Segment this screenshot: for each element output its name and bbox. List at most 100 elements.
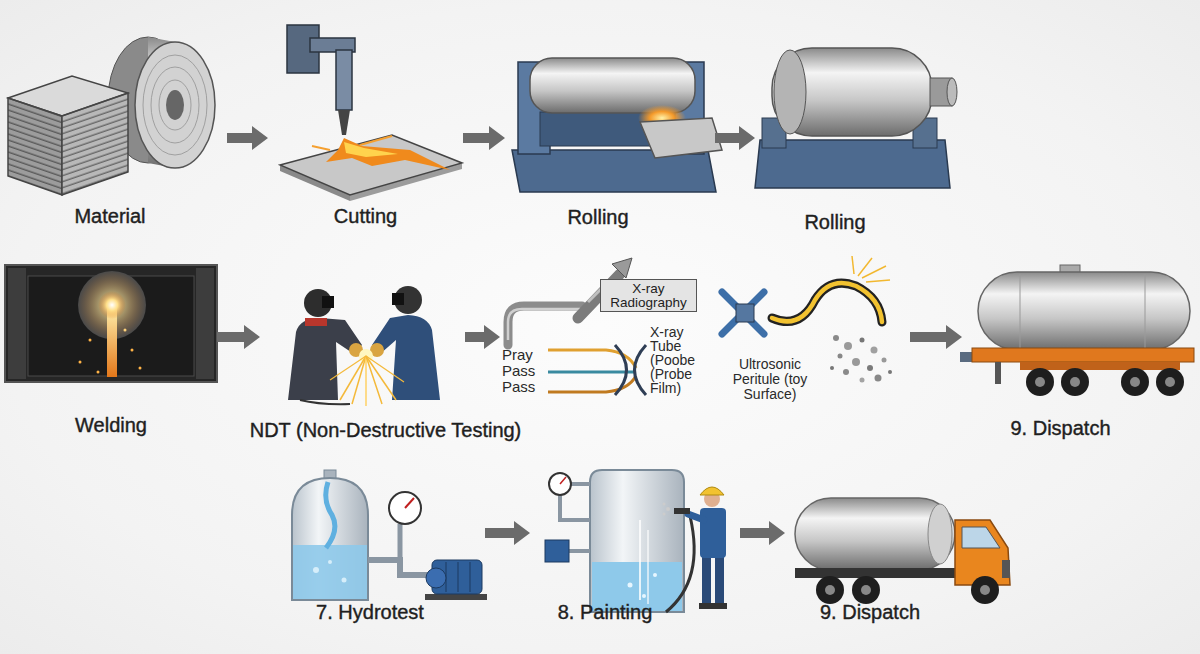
welding-photo xyxy=(79,361,82,364)
painting-illustration xyxy=(647,530,649,604)
painting-illustration xyxy=(653,573,657,577)
welding-photo xyxy=(89,339,92,342)
hydrotest-illustration xyxy=(342,578,347,583)
painting-illustration xyxy=(674,508,690,514)
flow-arrow xyxy=(910,325,962,349)
ndt-methods-illustration xyxy=(833,335,839,341)
method-label: Pray Pass Pass xyxy=(502,347,547,395)
tanker-truck-illustration xyxy=(928,504,952,564)
tanker-trailer-illustration xyxy=(1145,274,1146,348)
welding-photo xyxy=(139,367,142,370)
ndt-methods-illustration xyxy=(871,347,878,354)
hydrotest-illustration xyxy=(470,562,471,592)
process-step: NDT (Non-Destructive Testing) xyxy=(260,275,465,442)
material-illustration xyxy=(143,55,207,155)
step-label: Welding xyxy=(75,414,147,437)
flow-arrow xyxy=(227,126,268,150)
ndt-methods-illustration xyxy=(875,375,882,382)
cutting-illustration xyxy=(326,138,450,170)
ndt-methods-illustration xyxy=(722,292,764,334)
tanker-trailer-illustration xyxy=(1061,368,1089,396)
tanker-truck-illustration xyxy=(825,585,835,595)
welding-photo xyxy=(131,349,134,352)
tanker-trailer-illustration xyxy=(1035,377,1045,387)
painting-illustration xyxy=(715,555,724,605)
painting-illustration xyxy=(699,603,713,609)
hydrotest-illustration xyxy=(458,562,459,592)
painting-illustration xyxy=(700,508,726,558)
painting-illustration xyxy=(560,477,566,484)
rolling-machine-illustration xyxy=(755,48,957,188)
painting-illustration xyxy=(628,583,633,588)
rolling-machine-illustration xyxy=(512,150,716,192)
welding-photo xyxy=(5,265,217,382)
tanker-truck-illustration xyxy=(980,585,990,595)
rolling-machine-illustration xyxy=(772,48,932,136)
step-label: Rolling xyxy=(804,211,865,234)
painting-illustration xyxy=(639,520,641,600)
step-label: Cutting xyxy=(334,205,397,228)
rolling-machine-illustration xyxy=(530,58,695,113)
tanker-trailer-illustration xyxy=(1070,377,1080,387)
rolling-machine-illustration xyxy=(512,58,722,192)
welders-photo xyxy=(305,318,327,326)
ndt-methods-illustration xyxy=(635,345,647,395)
method-label: X-ray Tube (Poobe (Probe Film) xyxy=(650,325,700,395)
material-illustration xyxy=(8,98,62,195)
process-step: Cutting xyxy=(268,10,463,228)
welders-photo xyxy=(365,356,367,406)
welders-photo xyxy=(288,286,440,406)
process-step: 9. Dispatch xyxy=(962,262,1197,440)
material-illustration xyxy=(135,42,215,168)
method-label: X-ray Radiography xyxy=(601,282,696,310)
flow-arrow xyxy=(465,325,500,349)
ndt-methods-illustration xyxy=(866,280,890,282)
cutting-illustration xyxy=(336,50,352,110)
welders-photo xyxy=(322,296,334,308)
tanker-trailer-illustration xyxy=(1121,368,1149,396)
ndt-methods-illustration xyxy=(508,256,892,395)
ndt-methods-illustration xyxy=(852,256,854,274)
step-label: 7. Hydrotest xyxy=(316,601,424,624)
welders-photo xyxy=(372,315,440,400)
ndt-methods-illustration xyxy=(844,342,852,350)
hydrotest-illustration xyxy=(426,568,446,588)
tanker-trailer-illustration xyxy=(1156,368,1184,396)
tanker-truck-illustration xyxy=(955,520,1010,585)
hydrotest-illustration xyxy=(292,478,368,600)
process-step: Rolling xyxy=(505,20,715,229)
hydrotest-illustration xyxy=(292,470,487,600)
ndt-methods-illustration xyxy=(548,371,636,374)
method-label: Ultrosonic Peritule (toy Surface) xyxy=(729,357,811,402)
material-illustration xyxy=(8,37,215,195)
ndt-methods-illustration xyxy=(508,309,580,340)
step-label: 9. Dispatch xyxy=(820,601,920,624)
tanker-truck-illustration xyxy=(852,576,880,604)
ndt-methods-illustration xyxy=(888,370,892,374)
painting-illustration xyxy=(549,473,571,495)
ndt-methods-illustration xyxy=(736,304,754,322)
painting-illustration xyxy=(702,555,711,605)
step-label: NDT (Non-Destructive Testing) xyxy=(250,419,522,442)
welders-photo xyxy=(366,356,396,400)
process-step: Material xyxy=(5,60,227,228)
painting-illustration xyxy=(713,603,727,609)
material-illustration xyxy=(159,80,191,130)
process-step: 8. Painting xyxy=(530,462,740,624)
painting-illustration xyxy=(663,513,666,516)
step-label: Rolling xyxy=(567,206,628,229)
process-step: Rolling xyxy=(755,35,955,234)
tanker-truck-illustration xyxy=(971,576,999,604)
hydrotest-illustration xyxy=(328,560,332,564)
flow-arrow xyxy=(217,325,260,349)
painting-illustration xyxy=(700,487,724,495)
flow-arrow xyxy=(715,126,755,150)
painting-illustration xyxy=(545,540,569,562)
ndt-methods-illustration xyxy=(838,354,843,359)
tanker-truck-illustration xyxy=(962,527,1000,548)
flow-arrow xyxy=(740,521,785,545)
ndt-methods-illustration xyxy=(860,338,865,343)
hydrotest-illustration xyxy=(405,498,414,508)
